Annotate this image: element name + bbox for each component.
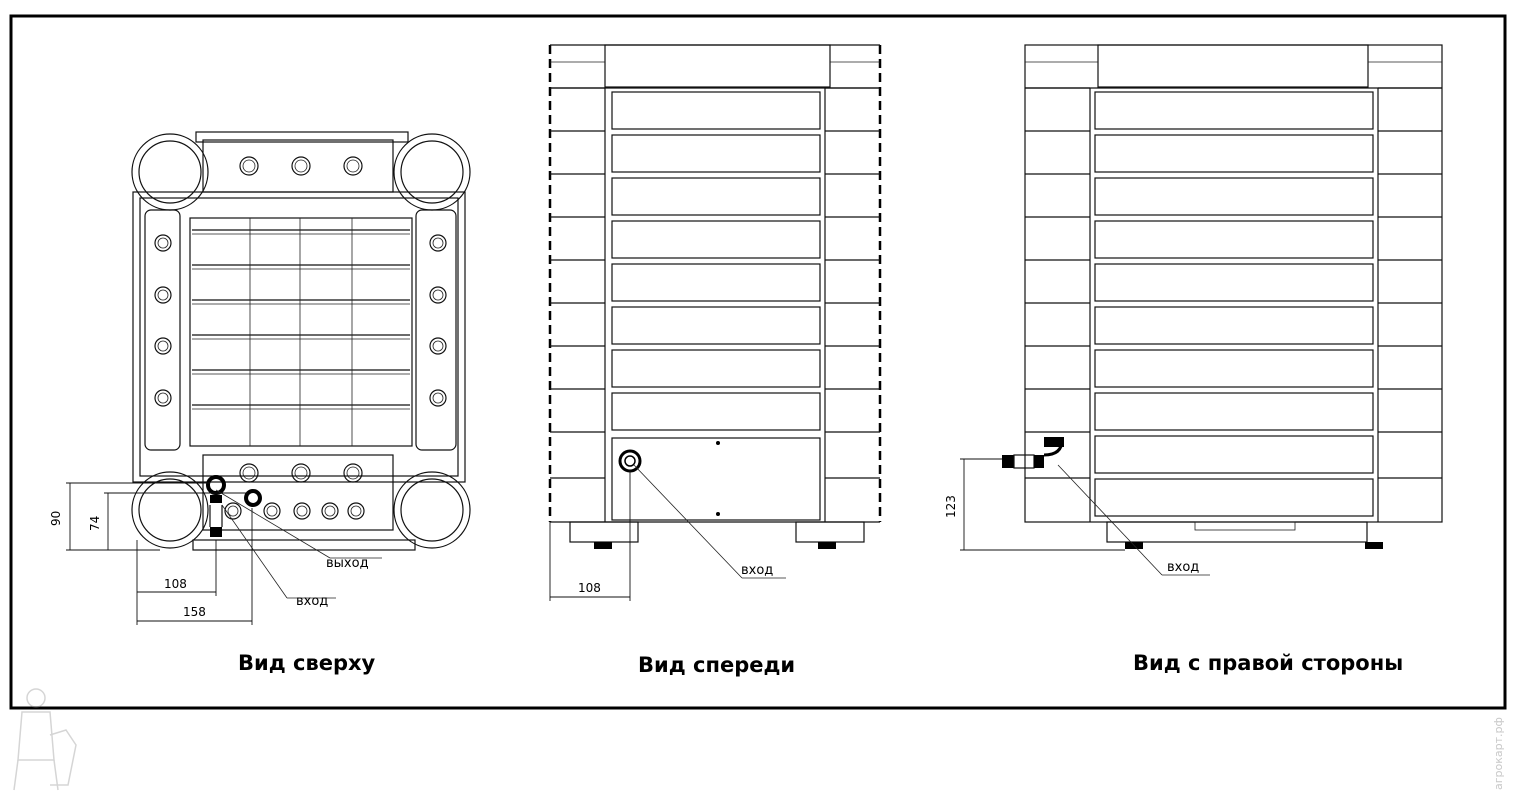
top-outlet-pipe (206, 475, 226, 495)
top-dim-90: 90 (49, 511, 63, 526)
top-dim-74: 74 (88, 516, 102, 531)
right-view-caption: Вид с правой стороны (1133, 651, 1403, 675)
right-dim-123: 123 (944, 495, 958, 518)
top-view: 90 74 108 158 выход вход (49, 131, 471, 625)
top-outlet-label: выход (326, 556, 369, 571)
right-inlet-label: вход (1167, 560, 1199, 575)
top-dim-108: 108 (164, 577, 187, 591)
plumber-mascot-icon (13, 688, 77, 791)
top-inlet-pipe (244, 489, 262, 507)
front-view: 108 вход (548, 44, 882, 601)
front-view-caption: Вид спереди (638, 653, 795, 677)
front-dim-108: 108 (578, 581, 601, 595)
front-inlet-label: вход (741, 563, 773, 578)
top-dim-158: 158 (183, 605, 206, 619)
top-inlet-label: вход (296, 594, 328, 609)
drawing-frame (9, 14, 1507, 710)
watermark-text: агрокарт.рф (1492, 717, 1505, 790)
top-view-caption: Вид сверху (238, 651, 376, 675)
right-view: 123 вход (944, 44, 1443, 576)
